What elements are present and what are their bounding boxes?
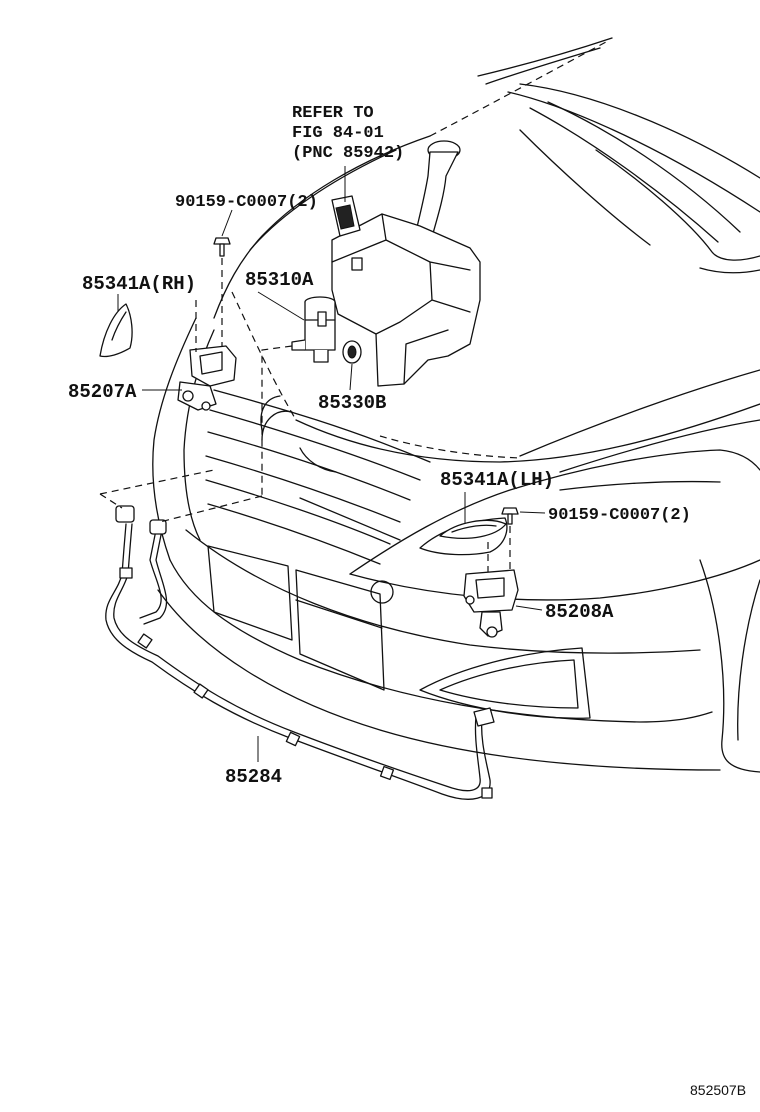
fog-lamp-lh — [419, 647, 591, 719]
hose-joints — [115, 505, 495, 799]
callout-hose: 85284 — [225, 766, 282, 788]
callout-bolt-lh: 90159-C0007(2) — [548, 506, 691, 525]
nozzle-cover-rh — [99, 303, 133, 358]
headlamp-washer-nozzle-rh — [177, 345, 237, 411]
hood-outline — [213, 37, 760, 319]
callout-nozzle-rh: 85207A — [68, 381, 137, 403]
grille-emblem — [261, 410, 293, 441]
refer-note-line1: REFER TO — [292, 104, 374, 123]
callout-bolt-rh: 90159-C0007(2) — [175, 193, 318, 212]
refer-note-line3: (PNC 85942) — [292, 144, 404, 163]
callout-pump: 85310A — [245, 269, 314, 291]
bolt-rh — [213, 237, 231, 257]
washer-hose — [105, 523, 491, 800]
front-bumper — [157, 529, 721, 771]
front-grille — [152, 317, 431, 565]
leader-lines — [117, 166, 546, 762]
figure-id: 852507B — [690, 1082, 746, 1098]
refer-note-line2: FIG 84-01 — [292, 124, 384, 143]
headlamp-washer-nozzle-lh — [463, 569, 519, 638]
bumper-bolt-hole — [370, 580, 394, 604]
washer-pump — [291, 296, 336, 363]
bolt-lh — [501, 507, 519, 525]
washer-tank — [331, 140, 481, 387]
nozzle-cover-lh — [439, 519, 507, 539]
fender-lh — [699, 559, 760, 773]
callout-nozzle-lh: 85208A — [545, 601, 614, 623]
pump-grommet — [342, 340, 362, 364]
assembly-lines — [99, 258, 511, 572]
callout-cover-rh: 85341A(RH) — [82, 273, 196, 295]
hood-front-edge — [231, 291, 760, 473]
tank-bracket — [331, 195, 361, 237]
callout-grommet: 85330B — [318, 392, 386, 414]
callout-cover-lh: 85341A(LH) — [440, 469, 554, 491]
